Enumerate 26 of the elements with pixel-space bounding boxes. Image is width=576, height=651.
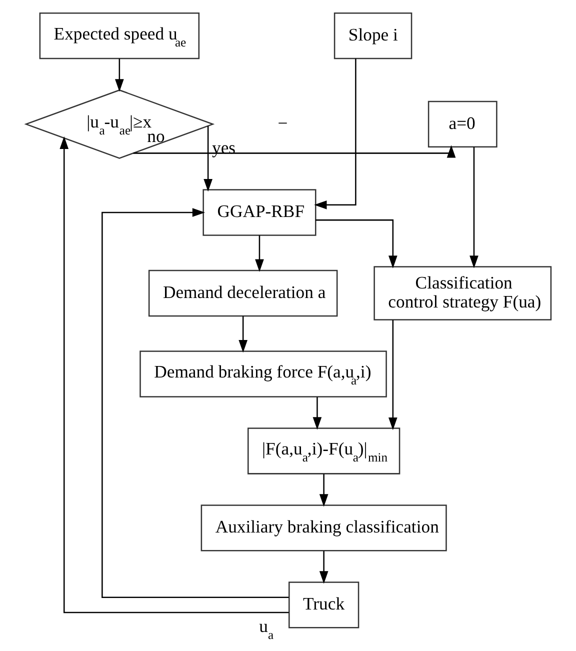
node-box: Truck — [288, 582, 359, 628]
node-box: Demand braking force F(a,u$_{a}$,i) — [139, 350, 386, 398]
node-box: Classification control strategy F(ua) — [373, 266, 552, 320]
label: − — [277, 112, 288, 133]
edge-label: u$_{a}$ — [258, 616, 274, 642]
arrow — [315, 219, 397, 268]
arrow — [132, 145, 456, 158]
arrow — [59, 136, 288, 614]
arrow — [318, 551, 328, 584]
arrow — [312, 397, 322, 430]
node-box: Auxiliary braking classification — [200, 504, 446, 552]
node-box: |F(a,u$_{a}$,i)-F(u$_{a}$)|$_{min}$ — [247, 428, 400, 474]
arrow — [114, 58, 124, 92]
node-box: GGAP-RBF — [202, 189, 316, 236]
node-box: Demand deceleration a — [148, 270, 338, 317]
arrow — [238, 316, 247, 353]
arrow — [318, 474, 328, 507]
arrow — [314, 58, 356, 210]
node-box: Slope i — [333, 12, 412, 60]
arrow — [469, 146, 478, 268]
node-box: a=0 — [427, 100, 497, 148]
arrow — [254, 235, 264, 272]
node-box: Expected speed u$_{ae}$ — [38, 12, 200, 60]
arrow — [203, 126, 212, 192]
arrow — [388, 320, 397, 430]
arrow — [101, 208, 288, 598]
